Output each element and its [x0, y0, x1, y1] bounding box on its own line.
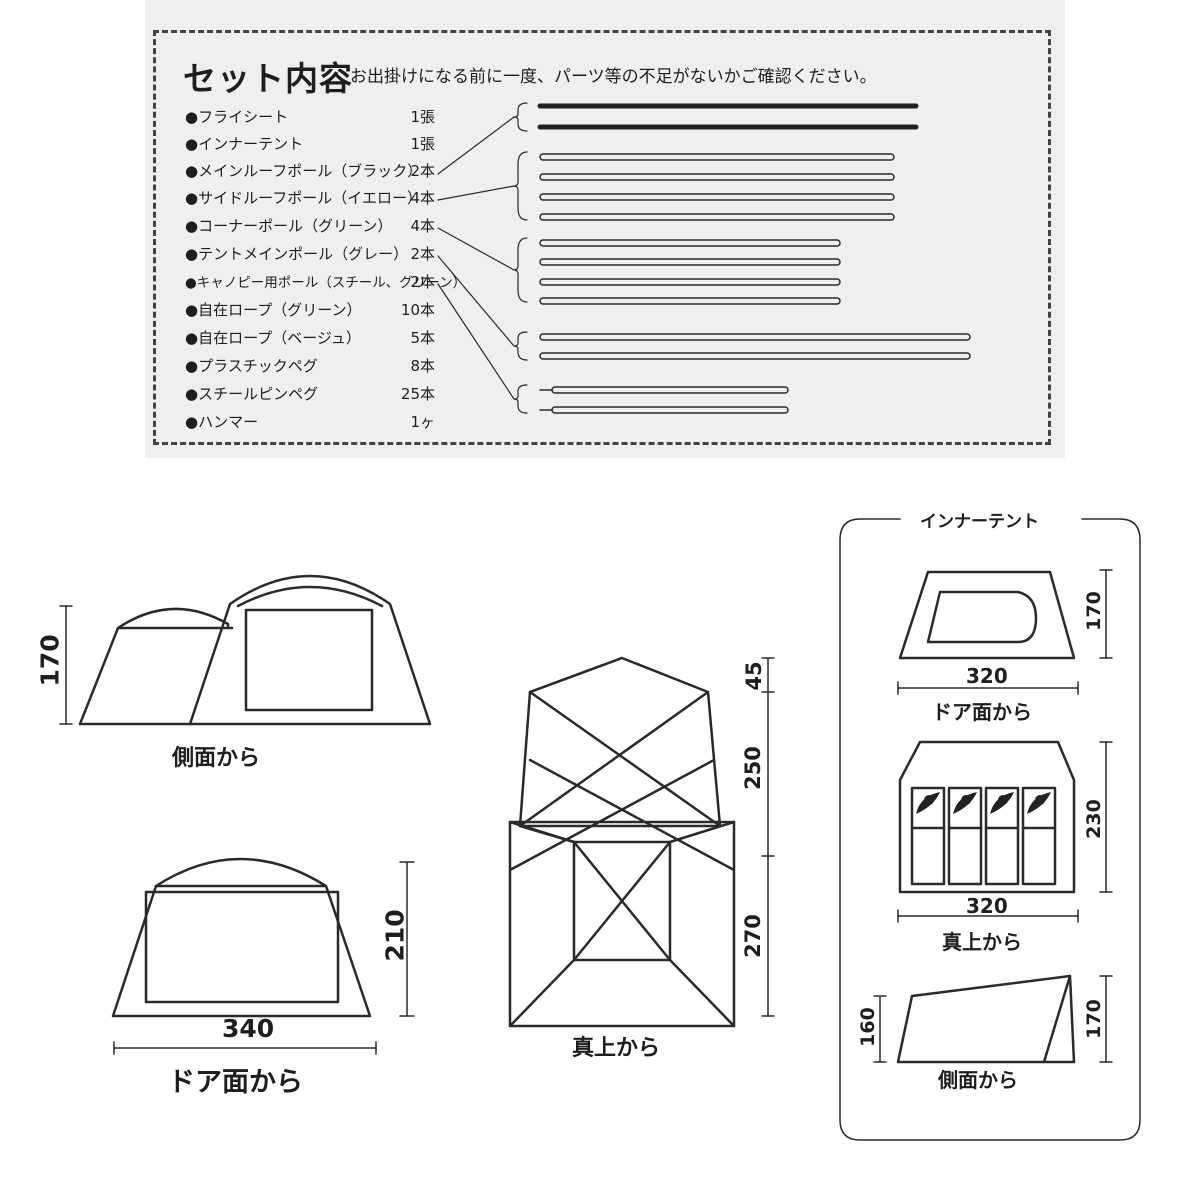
inner-tent-frame [839, 518, 1141, 1141]
list-item: ●コーナーポール（グリーン）4本 [185, 217, 435, 235]
inner-tent-top-view [897, 740, 1113, 923]
inner-side-left-dim: 160 [857, 1007, 879, 1047]
main-tent-door-view [111, 857, 415, 1055]
dashed-border [153, 30, 1051, 445]
inner-top-width-dim: 320 [966, 894, 1008, 918]
side-view-label: 側面から [172, 746, 261, 771]
list-item: ●キャノピー用ポール（スチール、グリーン）2本 [185, 273, 467, 291]
inner-top-depth-dim: 230 [1083, 799, 1105, 839]
inner-door-height-dim: 170 [1083, 591, 1105, 631]
inner-tent-title: インナーテント [914, 507, 1045, 532]
inner-side-right-dim: 170 [1083, 999, 1105, 1039]
top-dim-250: 250 [741, 746, 765, 790]
door-view-label: ドア面から [168, 1067, 303, 1098]
door-height-dim: 210 [380, 909, 410, 962]
list-item: ●テントメインポール（グレー）2本 [185, 245, 435, 263]
top-view-label: 真上から [572, 1036, 661, 1061]
inner-door-width-dim: 320 [966, 664, 1008, 688]
inner-side-label: 側面から [938, 1068, 1018, 1092]
braces [437, 102, 528, 414]
list-item: ●自在ロープ（ベージュ）5本 [185, 329, 435, 347]
list-item: ●自在ロープ（グリーン）10本 [185, 301, 435, 319]
inner-door-label: ドア面から [932, 700, 1032, 724]
top-dim-45: 45 [742, 661, 766, 691]
pole-illustrations [537, 103, 971, 414]
list-item: ●サイドルーフポール（イエロー）4本 [185, 189, 435, 207]
inner-tent-door-view [897, 569, 1113, 695]
sleeping-bag-icons [916, 792, 1051, 814]
top-dim-270: 270 [741, 914, 765, 958]
set-contents-title: セット内容 [183, 59, 353, 98]
main-tent-top-view [508, 656, 775, 1028]
side-height-dim: 170 [35, 634, 65, 687]
inner-tent-side-view [873, 974, 1113, 1064]
main-tent-side-view [59, 574, 432, 726]
list-item: ●メインルーフポール（ブラック）2本 [185, 162, 435, 180]
set-contents-note: お出掛けになる前に一度、パーツ等の不足がないかご確認ください。 [350, 67, 877, 87]
set-contents-panel: セット内容 お出掛けになる前に一度、パーツ等の不足がないかご確認ください。 ●フ… [145, 0, 1065, 458]
door-width-dim: 340 [222, 1014, 275, 1043]
inner-top-label: 真上から [942, 930, 1022, 954]
